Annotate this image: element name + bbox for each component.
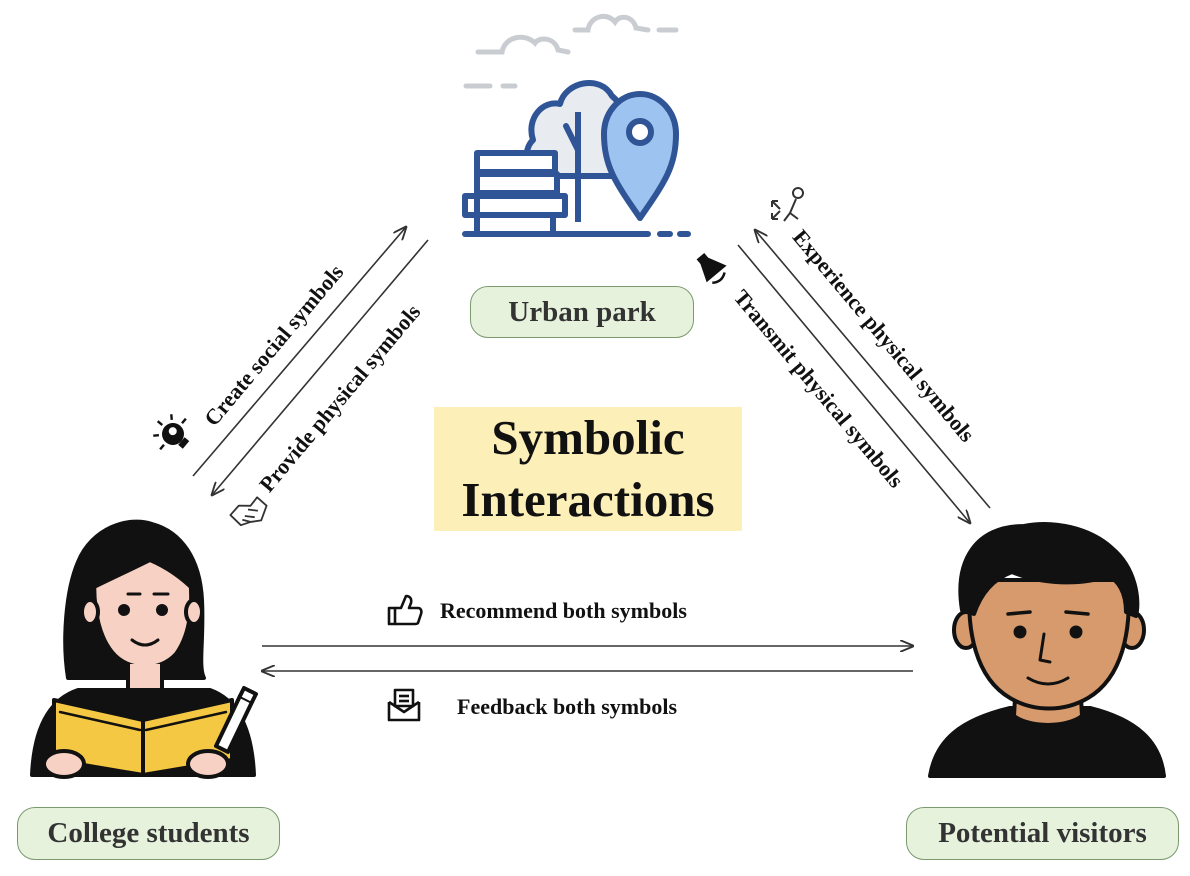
college-students-node: College students <box>17 807 280 860</box>
center-title-line1: Symbolic <box>491 410 685 465</box>
flow-arrows <box>192 227 991 671</box>
center-title-line2: Interactions <box>461 472 715 527</box>
arrow-provide-physical <box>212 239 429 495</box>
visitor-man-avatar-icon <box>928 522 1166 778</box>
park-icon <box>462 13 691 237</box>
potential-visitors-node: Potential visitors <box>906 807 1179 860</box>
center-title-box: Symbolic Interactions <box>434 407 742 531</box>
bench-icon <box>462 150 568 234</box>
thumbs-up-icon <box>387 594 423 626</box>
handshake-icon <box>229 496 268 527</box>
arrow-experience-physical <box>755 230 991 509</box>
cloud-icon <box>463 13 679 89</box>
flow-label-recommend-both: Recommend both symbols <box>440 598 687 623</box>
lightbulb-head-icon <box>153 414 190 451</box>
flow-label-feedback-both: Feedback both symbols <box>457 694 678 719</box>
student-reading-book-icon <box>30 519 258 779</box>
envelope-feedback-icon <box>387 688 421 722</box>
megaphone-icon <box>696 252 727 285</box>
arrow-transmit-physical <box>737 244 970 523</box>
person-arrows-icon <box>771 187 804 222</box>
location-pin-icon <box>601 91 679 221</box>
urban-park-node: Urban park <box>470 286 694 338</box>
arrow-create-social <box>192 227 406 477</box>
